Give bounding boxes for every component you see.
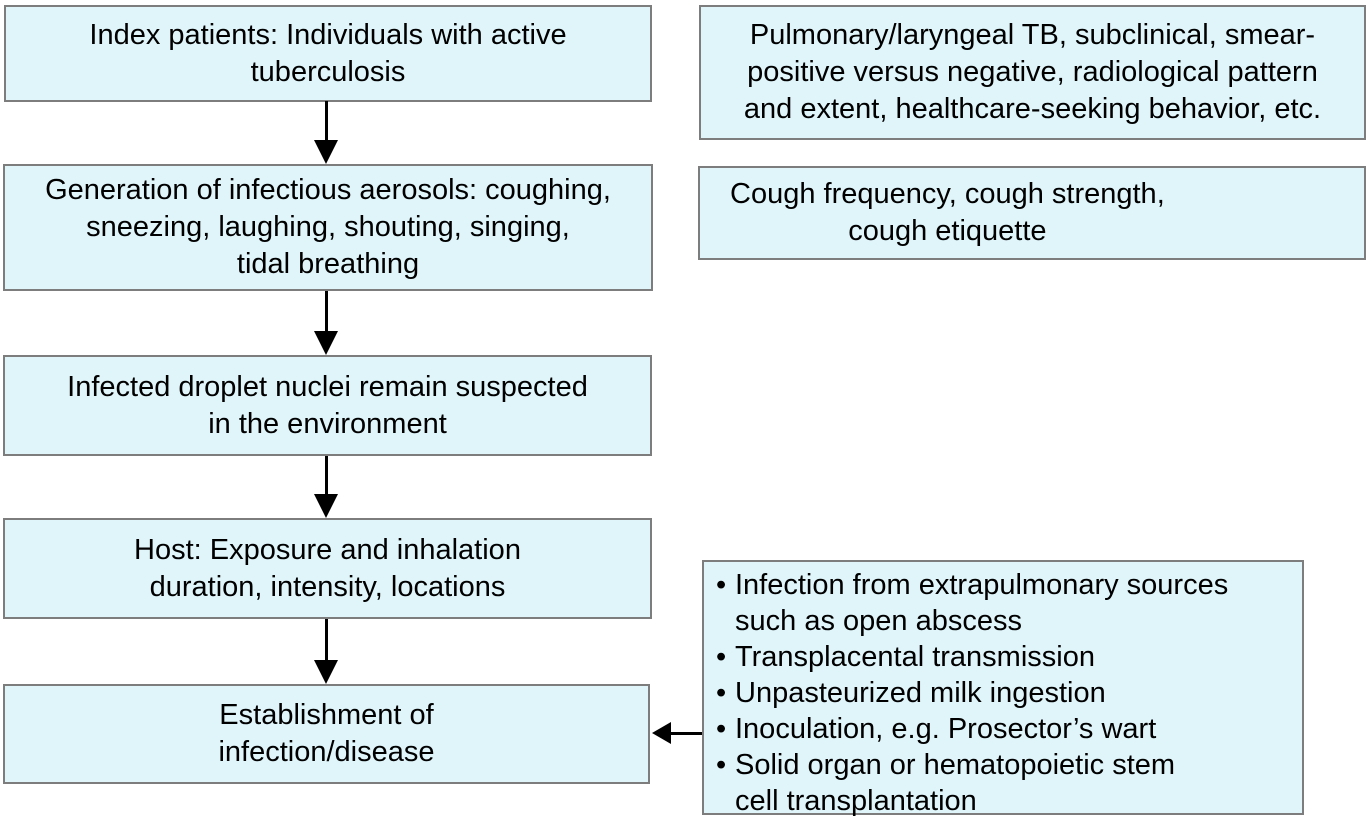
note-index-characteristics: Pulmonary/laryngeal TB, subclinical, sme… — [699, 5, 1366, 140]
note-cough-characteristics: Cough frequency, cough strength, cough e… — [698, 166, 1366, 260]
left-arrow-head — [652, 722, 671, 744]
flow-step-droplet-nuclei-label: Infected droplet nuclei remain suspected… — [67, 370, 588, 440]
alternative-route-text: Solid organ or hematopoietic stem cell t… — [735, 749, 1176, 817]
bullet-icon: • — [716, 749, 727, 781]
down-arrow-4-head — [314, 660, 338, 684]
down-arrow-2 — [314, 291, 338, 355]
alternative-route-text: Inoculation, e.g. Prosector’s wart — [735, 713, 1157, 745]
alternative-route-item: • Solid organ or hematopoietic stem cell… — [704, 747, 1228, 819]
down-arrow-1 — [314, 101, 338, 164]
down-arrow-3-stem — [324, 456, 328, 494]
alternative-route-text: Infection from extrapulmonary sources su… — [735, 569, 1229, 637]
flow-step-droplet-nuclei: Infected droplet nuclei remain suspected… — [3, 355, 652, 456]
bullet-icon: • — [716, 713, 727, 745]
note-index-characteristics-text: Pulmonary/laryngeal TB, subclinical, sme… — [743, 19, 1322, 125]
flow-step-host-exposure-label: Host: Exposure and inhalation duration, … — [134, 533, 521, 603]
alternative-route-item: • Transplacental transmission — [704, 639, 1228, 675]
note-alternative-transmission-routes: • Infection from extrapulmonary sources … — [702, 560, 1304, 817]
alternative-route-item: • Inoculation, e.g. Prosector’s wart — [704, 711, 1228, 747]
down-arrow-2-head — [314, 331, 338, 355]
flow-step-establishment-label: Establishment of infection/disease — [218, 699, 435, 768]
left-arrow-alternative-routes — [652, 722, 702, 744]
alternative-route-item: • Unpasteurized milk ingestion — [704, 675, 1228, 711]
alternative-routes-list: • Infection from extrapulmonary sources … — [704, 567, 1228, 819]
flow-step-aerosol-generation: Generation of infectious aerosols: cough… — [3, 164, 653, 291]
down-arrow-1-head — [314, 140, 338, 164]
alternative-route-text: Unpasteurized milk ingestion — [735, 677, 1106, 709]
bullet-icon: • — [716, 641, 727, 673]
flow-step-establishment: Establishment of infection/disease — [3, 684, 650, 784]
flow-step-aerosol-generation-label: Generation of infectious aerosols: cough… — [45, 174, 611, 280]
alternative-route-text: Transplacental transmission — [735, 641, 1095, 673]
bullet-icon: • — [716, 677, 727, 709]
left-arrow-stem — [671, 731, 702, 735]
flow-step-host-exposure: Host: Exposure and inhalation duration, … — [3, 518, 652, 619]
bullet-icon: • — [716, 569, 727, 601]
down-arrow-3 — [314, 456, 338, 518]
flow-step-index-patients-label: Index patients: Individuals with active … — [89, 18, 567, 88]
down-arrow-3-head — [314, 494, 338, 518]
down-arrow-4-stem — [324, 619, 328, 660]
flow-step-index-patients: Index patients: Individuals with active … — [4, 5, 652, 102]
down-arrow-2-stem — [324, 291, 328, 331]
down-arrow-1-stem — [324, 101, 328, 140]
note-cough-characteristics-text: Cough frequency, cough strength, cough e… — [730, 178, 1165, 247]
alternative-route-item: • Infection from extrapulmonary sources … — [704, 567, 1228, 639]
down-arrow-4 — [314, 619, 338, 684]
